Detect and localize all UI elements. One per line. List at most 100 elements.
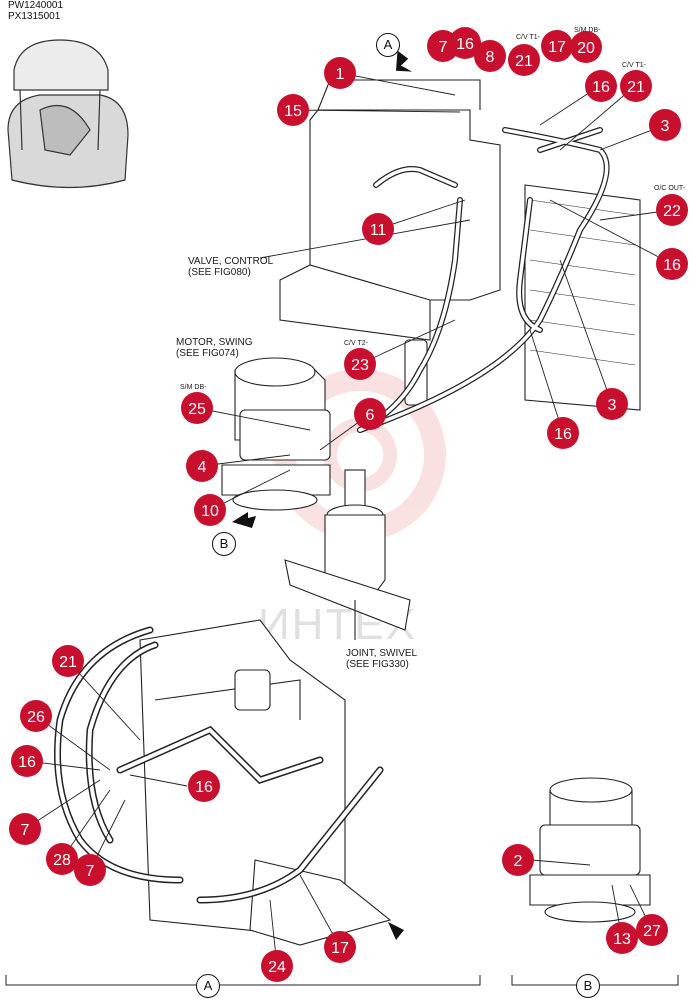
callout-circle bbox=[656, 194, 688, 226]
callout-circle bbox=[20, 700, 52, 732]
callout-number: 10 bbox=[201, 503, 219, 520]
callout-circle bbox=[649, 109, 681, 141]
callout-17: 17 bbox=[541, 30, 573, 62]
callout-number: 7 bbox=[21, 822, 30, 839]
callout-circle bbox=[188, 770, 220, 802]
callout-number: 13 bbox=[613, 931, 631, 948]
callout-11: 11 bbox=[362, 213, 394, 245]
callout-3: 3 bbox=[649, 109, 681, 141]
motor-swing-label: MOTOR, SWING (SEE FIG074) bbox=[176, 337, 253, 359]
callout-number: 16 bbox=[663, 257, 681, 274]
callout-circle bbox=[620, 70, 652, 102]
callout-16: 16 bbox=[547, 417, 579, 449]
callout-circle bbox=[547, 417, 579, 449]
section-b-drawing bbox=[529, 777, 651, 923]
callout-number: 16 bbox=[592, 79, 610, 96]
view-label-b: B bbox=[212, 532, 236, 556]
callout-circle bbox=[585, 70, 617, 102]
swing-motor-drawing bbox=[221, 357, 331, 511]
callout-number: 15 bbox=[284, 103, 302, 120]
callout-21: 21 bbox=[620, 70, 652, 102]
swivel-joint-drawing bbox=[284, 469, 411, 640]
callout-7: 7 bbox=[74, 854, 106, 886]
callout-circle bbox=[502, 844, 534, 876]
callout-10: 10 bbox=[194, 494, 226, 526]
callout-number: 21 bbox=[59, 654, 77, 671]
callout-circle bbox=[46, 843, 78, 875]
callout-circle bbox=[449, 27, 481, 59]
oc-out-label: O/C OUT- bbox=[654, 185, 686, 192]
cv-t1-label: C/V T1- bbox=[516, 34, 540, 41]
callout-circle bbox=[606, 922, 638, 954]
callout-number: 4 bbox=[198, 459, 207, 476]
callout-circle bbox=[636, 914, 668, 946]
callout-number: 20 bbox=[577, 40, 595, 57]
callout-number: 16 bbox=[195, 779, 213, 796]
callout-number: 26 bbox=[27, 709, 45, 726]
cv-t2-label: C/V T2- bbox=[344, 340, 368, 347]
model-code: PX1315001 bbox=[8, 11, 61, 22]
sm-db-label: S/M DB- bbox=[574, 27, 601, 34]
callout-15: 15 bbox=[277, 94, 309, 126]
joint-swivel-label: JOINT, SWIVEL (SEE FIG330) bbox=[346, 648, 418, 670]
callout-circle bbox=[596, 388, 628, 420]
callout-circle bbox=[261, 950, 293, 982]
callout-21: 21 bbox=[508, 44, 540, 76]
callout-number: 3 bbox=[661, 118, 670, 135]
callout-circle bbox=[354, 398, 386, 430]
callout-circle bbox=[277, 94, 309, 126]
callout-circle bbox=[570, 31, 602, 63]
callout-number: 7 bbox=[439, 39, 448, 56]
callout-number: 1 bbox=[336, 66, 345, 83]
callout-27: 27 bbox=[636, 914, 668, 946]
callout-circle bbox=[9, 813, 41, 845]
callout-circle bbox=[324, 57, 356, 89]
callout-number: 16 bbox=[554, 426, 572, 443]
sm-db-label: S/M DB- bbox=[180, 384, 207, 391]
callout-circle bbox=[194, 494, 226, 526]
callout-circle bbox=[541, 30, 573, 62]
valve-control-label: VALVE, CONTROL (SEE FIG080) bbox=[188, 256, 274, 278]
callout-circle bbox=[186, 450, 218, 482]
callout-26: 26 bbox=[20, 700, 52, 732]
callout-number: 8 bbox=[486, 49, 495, 66]
callout-number: 16 bbox=[456, 36, 474, 53]
callout-number: 6 bbox=[366, 407, 375, 424]
callout-circle bbox=[474, 40, 506, 72]
callout-16: 16 bbox=[656, 248, 688, 280]
callout-25: 25 bbox=[181, 392, 213, 424]
section-label-b: B bbox=[576, 974, 600, 998]
callout-16: 16 bbox=[11, 745, 43, 777]
model-code: PW1240001 bbox=[8, 0, 64, 11]
callout-6: 6 bbox=[354, 398, 386, 430]
callout-23: 23 bbox=[344, 348, 376, 380]
control-valve-drawing bbox=[279, 79, 641, 411]
callout-number: 24 bbox=[268, 959, 286, 976]
callout-number: 17 bbox=[331, 940, 349, 957]
callout-20: 20 bbox=[570, 31, 602, 63]
section-label-a: A bbox=[196, 974, 220, 998]
callout-22: 22 bbox=[656, 194, 688, 226]
callout-number: 22 bbox=[663, 203, 681, 220]
callout-1: 1 bbox=[324, 57, 356, 89]
excavator-thumbnail bbox=[7, 39, 129, 189]
cv-t1-label: C/V T1- bbox=[622, 62, 646, 69]
callout-number: 21 bbox=[515, 53, 533, 70]
callout-24: 24 bbox=[261, 950, 293, 982]
callout-number: 28 bbox=[53, 852, 71, 869]
callout-16: 16 bbox=[449, 27, 481, 59]
callout-4: 4 bbox=[186, 450, 218, 482]
callout-number: 2 bbox=[514, 853, 523, 870]
callout-17: 17 bbox=[324, 931, 356, 963]
callout-circle bbox=[362, 213, 394, 245]
callout-number: 27 bbox=[643, 923, 661, 940]
callout-7: 7 bbox=[9, 813, 41, 845]
callout-number: 21 bbox=[627, 79, 645, 96]
callout-21: 21 bbox=[52, 645, 84, 677]
model-codes: PW1240001 PX1315001 bbox=[8, 0, 63, 22]
callout-number: 23 bbox=[351, 357, 369, 374]
callout-number: 25 bbox=[188, 401, 206, 418]
